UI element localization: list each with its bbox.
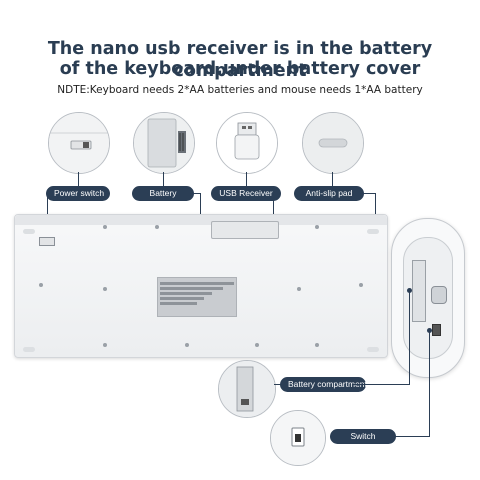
anti-slip-foot bbox=[23, 229, 35, 234]
battery-note: NDTE:Keyboard needs 2*AA batteries and m… bbox=[57, 84, 423, 96]
power-switch-illustration bbox=[49, 113, 109, 173]
mouse-switch bbox=[432, 324, 441, 336]
anti-slip-foot bbox=[23, 347, 35, 352]
usb-receiver-zoom bbox=[216, 112, 278, 174]
product-label-plate bbox=[157, 277, 237, 317]
battery-zoom bbox=[133, 112, 195, 174]
battery-label: Battery bbox=[132, 186, 194, 201]
anti-slip-pad-label: Anti-slip pad bbox=[294, 186, 364, 201]
mouse-battery-compartment bbox=[412, 260, 426, 322]
switch-illustration bbox=[271, 411, 325, 465]
usb-receiver-label: USB Receiver bbox=[211, 186, 281, 201]
switch-zoom bbox=[270, 410, 326, 466]
power-switch bbox=[39, 237, 55, 246]
switch-label: Switch bbox=[330, 429, 396, 444]
battery-compartment-illustration bbox=[219, 361, 275, 417]
power-switch-zoom bbox=[48, 112, 110, 174]
battery-cover bbox=[211, 221, 279, 239]
mouse-base-panel bbox=[403, 237, 453, 359]
title-line-1: The nano usb receiver is in the battery … bbox=[47, 39, 433, 81]
keyboard-bottom bbox=[14, 214, 388, 358]
keyboard-top-edge bbox=[15, 215, 387, 225]
anti-slip-pad-illustration bbox=[303, 113, 363, 173]
usb-receiver-illustration bbox=[217, 113, 277, 173]
battery-compartment-zoom bbox=[218, 360, 276, 418]
mouse-bottom bbox=[391, 218, 465, 378]
battery-compartment-label: Battery compartment bbox=[280, 377, 367, 392]
battery-illustration bbox=[134, 113, 194, 173]
anti-slip-foot bbox=[367, 229, 379, 234]
anti-slip-pad-zoom bbox=[302, 112, 364, 174]
mouse-sensor bbox=[431, 286, 447, 304]
title-line-2: of the keyboard.under battery cover bbox=[59, 59, 421, 79]
anti-slip-foot bbox=[367, 347, 379, 352]
power-switch-label: Power switch bbox=[46, 186, 110, 201]
